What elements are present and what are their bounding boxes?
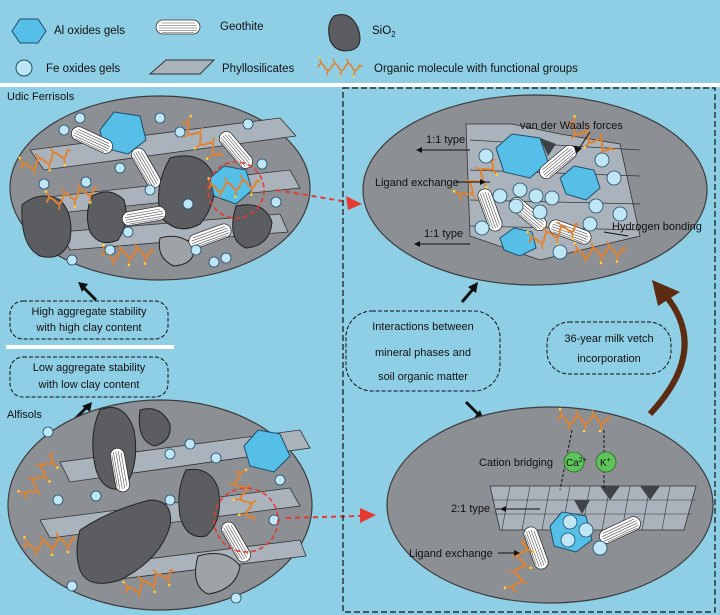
- left-panel: Udic Ferrisols: [6, 91, 313, 611]
- milk-vetch-line2: incorporation: [577, 353, 641, 365]
- ca-ion: [563, 451, 585, 473]
- k-label: K+: [600, 457, 611, 469]
- arrow-down-center: [464, 400, 480, 416]
- sio2-particle: [195, 553, 241, 595]
- legend-organic: Organic molecule with functional groups: [374, 63, 578, 75]
- ligand-exchange-bottom-label: Ligand exchange: [409, 548, 493, 560]
- milk-vetch-line1: 36-year milk vetch: [564, 333, 653, 345]
- dark-tetrahedron: [540, 138, 556, 156]
- pointer-head: [514, 550, 520, 556]
- interactions-line1: Interactions between: [372, 321, 474, 333]
- al-oxide-particle: [559, 165, 601, 201]
- fe-oxide-particles: [38, 112, 282, 268]
- sio2-legend-icon: [328, 14, 361, 52]
- sio2-particle: [138, 408, 171, 447]
- high-stability-box: [9, 300, 169, 340]
- legend-phyllosilicates: Phyllosilicates: [222, 63, 294, 75]
- legend-al-oxides: Al oxides gels: [54, 25, 125, 37]
- brown-arrow-head: [652, 280, 680, 306]
- dark-tetrahedron: [640, 486, 660, 500]
- pointer-head: [480, 179, 486, 185]
- phyllosilicates-legend-icon: [148, 59, 216, 75]
- al-oxide-particle: [243, 429, 291, 473]
- sio2-particle: [158, 235, 195, 267]
- pointer-head: [414, 241, 420, 247]
- tetrahedral-sheet: [489, 485, 697, 531]
- red-arrow-bottom-head: [360, 508, 376, 523]
- low-stability-line1: Low aggregate stability: [33, 362, 146, 374]
- van-der-waals-label: van der Waals forces: [520, 120, 623, 132]
- phyllosilicate: [29, 117, 297, 171]
- udic-ferrisols-title: Udic Ferrisols: [7, 91, 75, 103]
- legend-separator: [0, 83, 720, 87]
- brown-curved-arrow: [647, 294, 688, 417]
- arrow-head: [468, 282, 478, 293]
- geothite-legend-icon: [155, 19, 201, 35]
- fe-oxide-particles: [42, 426, 286, 604]
- al-oxide-legend-icon: [11, 18, 47, 44]
- organic-legend-icon: [317, 55, 363, 79]
- udic-aggregate: [9, 95, 311, 281]
- pointer-head: [500, 506, 506, 512]
- arrow-up-center: [460, 287, 476, 303]
- magnify-circle: [207, 161, 265, 219]
- sio2-particle: [178, 468, 220, 538]
- magnify-circle: [213, 487, 279, 553]
- red-arrow-bottom: [285, 515, 361, 519]
- legend: Al oxides gels Geothite SiO2 Fe oxides g…: [11, 14, 578, 79]
- alfisols-title: Alfisols: [7, 409, 42, 421]
- left-separator: [6, 345, 174, 349]
- red-arrow-top: [275, 189, 349, 203]
- k-ion: [595, 451, 617, 473]
- al-oxide-particle: [499, 227, 537, 257]
- alfisols-zoom: [386, 406, 714, 604]
- pointer-head: [574, 146, 582, 154]
- alfisols-aggregate: [7, 399, 313, 611]
- dark-tetrahedron: [600, 486, 620, 500]
- legend-geothite: Geothite: [220, 21, 263, 33]
- sio2-particle: [21, 195, 72, 258]
- fe-oxide-particles: [560, 514, 608, 556]
- type21-label: 2:1 type: [451, 503, 490, 515]
- interactions-line2: mineral phases and: [375, 347, 471, 359]
- sio2-particle: [86, 191, 127, 244]
- cation-bridging-label: Cation bridging: [479, 457, 553, 469]
- al-oxide-particle: [549, 511, 593, 553]
- high-stability-line2: with high clay content: [35, 322, 141, 334]
- legend-fe-oxides: Fe oxides gels: [46, 63, 120, 75]
- pointer-head: [416, 147, 422, 153]
- type11-mid-label: 1:1 type: [424, 228, 463, 240]
- right-panel-frame: [342, 87, 716, 613]
- ca-label: Ca2+: [566, 457, 587, 469]
- red-arrow-top-head: [346, 196, 362, 210]
- arrow-head: [82, 402, 92, 412]
- fe-oxide-legend-icon: [15, 59, 33, 77]
- high-stability-line1: High aggregate stability: [32, 306, 147, 318]
- fe-oxide-particles: [474, 148, 628, 260]
- dark-tetrahedron: [574, 500, 590, 514]
- sio2-particle: [76, 499, 172, 584]
- arrow-head: [78, 282, 88, 292]
- hbond-pointer: [603, 231, 629, 237]
- vdw-pointer: [577, 131, 591, 151]
- low-stability-box: [9, 356, 169, 398]
- interactions-line3: soil organic matter: [378, 371, 468, 383]
- milk-vetch-box: [546, 321, 672, 375]
- hydrogen-bonding-label: Hydrogen bonding: [612, 221, 702, 233]
- ferrisols-zoom: [362, 94, 708, 286]
- ligand-exchange-top-label: Ligand exchange: [375, 177, 459, 189]
- type11-top-label: 1:1 type: [426, 134, 465, 146]
- low-stability-line2: with low clay content: [38, 379, 140, 391]
- sio2-particle: [157, 155, 215, 230]
- interactions-box: [345, 310, 501, 392]
- legend-sio2: SiO2: [372, 25, 396, 39]
